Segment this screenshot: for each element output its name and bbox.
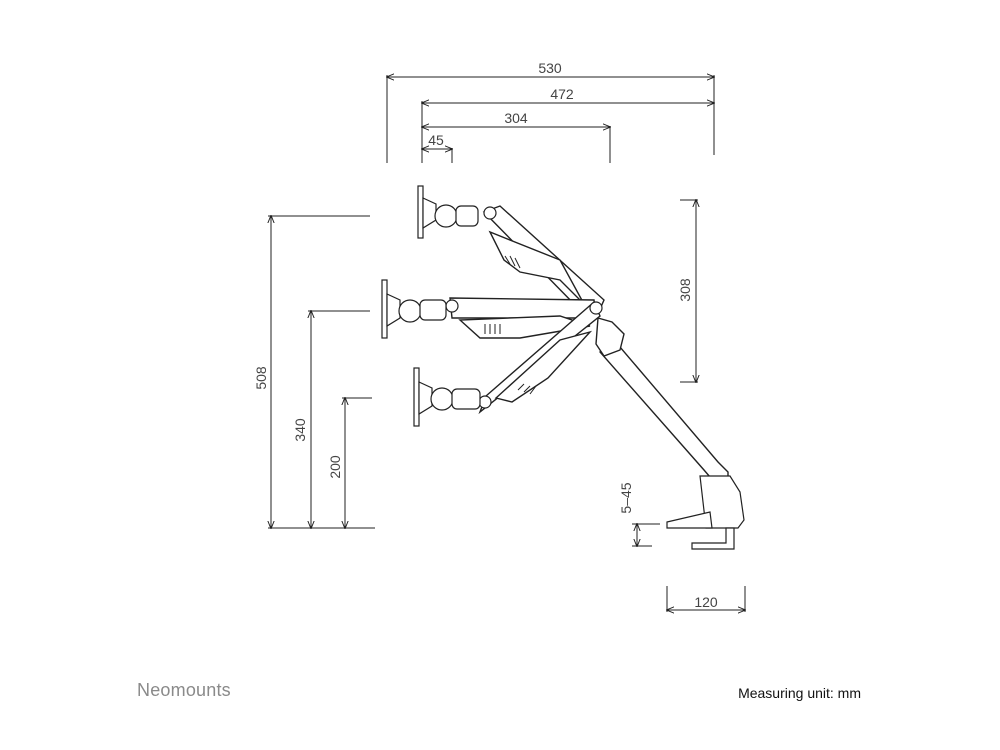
dim-clamp-range: 5–45 — [618, 482, 660, 546]
dim-label-304: 304 — [504, 110, 528, 126]
dim-label-120: 120 — [694, 594, 718, 610]
dim-label-308: 308 — [677, 278, 693, 302]
dim-height-340: 340 — [292, 311, 370, 528]
brand-logo-text: Neomounts — [137, 680, 231, 700]
dim-label-340: 340 — [292, 418, 308, 442]
dim-range-308: 308 — [677, 200, 698, 382]
dim-label-530: 530 — [538, 60, 562, 76]
dim-label-45: 45 — [428, 132, 444, 148]
vesa-head-top — [417, 185, 479, 239]
vesa-head-low — [413, 367, 481, 427]
dim-width-45: 45 — [422, 132, 452, 163]
monitor-arm-illustration — [381, 185, 745, 550]
dim-label-200: 200 — [327, 455, 343, 479]
dim-height-508: 508 — [253, 216, 375, 528]
measuring-unit-note: Measuring unit: mm — [738, 685, 861, 701]
dim-width-total: 530 — [387, 60, 714, 163]
dim-label-5-45: 5–45 — [618, 482, 634, 513]
dim-label-508: 508 — [253, 366, 269, 390]
dim-width-472: 472 — [422, 86, 714, 163]
dim-width-304: 304 — [422, 110, 610, 163]
dim-base-120: 120 — [667, 586, 745, 612]
dim-label-472: 472 — [550, 86, 574, 102]
dim-height-200: 200 — [327, 398, 372, 528]
vesa-head-middle — [381, 279, 447, 339]
